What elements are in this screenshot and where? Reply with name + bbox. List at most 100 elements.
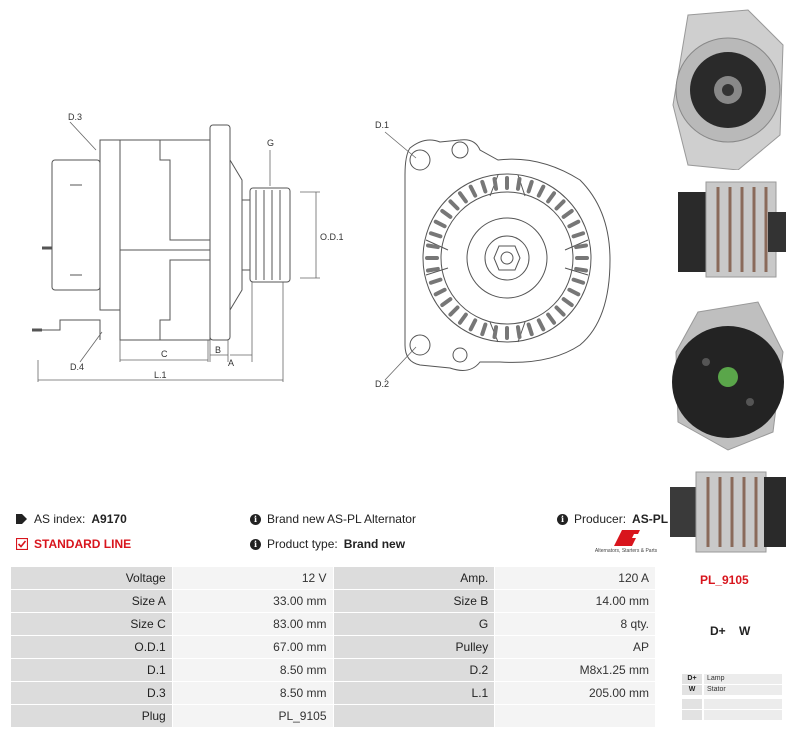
producer-label: Producer: <box>574 512 627 526</box>
info-icon: i <box>557 513 568 525</box>
vent-slot <box>425 266 440 273</box>
producer-value: AS-PL <box>632 512 669 526</box>
vent-slot <box>526 179 534 194</box>
vent-slot <box>425 243 440 250</box>
vent-slot <box>457 312 468 325</box>
vent-slot <box>440 297 453 308</box>
front-view <box>404 139 611 371</box>
spec-label: Size C <box>10 612 173 636</box>
vent-slot <box>561 297 574 308</box>
spec-value: AP <box>494 635 656 659</box>
spec-value: 8 qty. <box>494 612 656 636</box>
vent-slot <box>546 312 557 325</box>
label-d2: D.2 <box>375 379 389 389</box>
legend-row: D+ Lamp <box>682 674 782 684</box>
info-icon: i <box>250 538 261 550</box>
terminal-labels: D+ W <box>710 624 751 638</box>
product-photo-front <box>668 5 788 171</box>
vent-slot <box>554 199 566 211</box>
info-icon: i <box>250 513 261 525</box>
vent-slot <box>515 176 522 191</box>
side-view <box>32 124 291 341</box>
vent-slot <box>536 318 546 332</box>
standard-line: STANDARD LINE <box>16 537 131 551</box>
legend-row-empty <box>682 699 782 709</box>
standard-line-text: STANDARD LINE <box>34 537 132 551</box>
vent-slot <box>468 184 478 198</box>
spec-label: D.2 <box>332 658 496 682</box>
as-index-label: AS index: <box>34 512 86 526</box>
spec-value <box>494 704 656 728</box>
product-description: i Brand new AS-PL Alternator <box>250 512 416 526</box>
vent-slot <box>428 231 443 239</box>
legend-key: D+ <box>682 674 702 684</box>
legend-value: Stator <box>704 685 782 695</box>
product-type: i Product type: Brand new <box>250 537 405 551</box>
dimension-lines <box>37 121 320 382</box>
producer: i Producer: AS-PL <box>557 512 668 526</box>
vent-slot <box>526 322 534 337</box>
spec-value: M8x1.25 mm <box>494 658 656 682</box>
label-g: G <box>267 138 274 148</box>
spec-label: Size B <box>332 589 496 613</box>
vent-slot <box>515 325 522 340</box>
front-view-leaders <box>384 131 417 381</box>
legend-row: W Stator <box>682 685 782 695</box>
vent-slot <box>448 199 460 211</box>
terminal-legend: D+ Lamp W Stator <box>682 674 782 721</box>
vent-slot <box>561 208 574 219</box>
vent-slot <box>554 305 566 317</box>
description-text: Brand new AS-PL Alternator <box>267 512 416 526</box>
technical-drawing: D.3 D.4 G O.D.1 C B A L.1 D.1 D.2 <box>32 112 611 389</box>
plug-code: PL_9105 <box>700 573 749 587</box>
product-photo-back <box>668 292 788 452</box>
legend-key: W <box>682 685 702 695</box>
legend-row-empty <box>682 710 782 720</box>
vent-slot <box>480 322 488 337</box>
vent-slot <box>433 287 447 297</box>
spec-label: Amp. <box>332 566 496 590</box>
product-photo-side <box>668 172 788 280</box>
label-d3: D.3 <box>68 112 82 122</box>
as-index-value: A9170 <box>91 512 127 526</box>
vent-slot <box>546 191 557 204</box>
spec-label: D.3 <box>10 681 173 705</box>
vent-slot <box>571 231 586 239</box>
vent-slot <box>571 277 586 285</box>
spec-label <box>332 704 496 728</box>
product-photo-side-2 <box>668 462 788 562</box>
spec-label: Voltage <box>10 566 173 590</box>
label-b: B <box>215 345 221 355</box>
spec-value: 8.50 mm <box>171 681 334 705</box>
label-od1: O.D.1 <box>320 232 344 242</box>
label-d4: D.4 <box>70 362 84 372</box>
spec-value: 120 A <box>494 566 656 590</box>
as-pl-logo: Alternators, Starters & Parts <box>592 530 660 558</box>
vent-slot <box>567 219 581 229</box>
spec-label: G <box>332 612 496 636</box>
vent-slot <box>440 208 453 219</box>
spec-label: Plug <box>10 704 173 728</box>
tag-icon <box>16 514 27 524</box>
vent-slot <box>480 179 488 194</box>
vent-slot <box>574 243 589 250</box>
spec-label: O.D.1 <box>10 635 173 659</box>
vent-slot <box>468 318 478 332</box>
product-type-label: Product type: <box>267 537 338 551</box>
label-d1: D.1 <box>375 120 389 130</box>
front-view-vents <box>425 176 589 340</box>
logo-tagline: Alternators, Starters & Parts <box>594 548 658 554</box>
spec-value: 8.50 mm <box>171 658 334 682</box>
spec-label: L.1 <box>332 681 496 705</box>
vent-slot <box>457 191 468 204</box>
product-type-value: Brand new <box>343 537 406 551</box>
label-a: A <box>228 358 234 368</box>
